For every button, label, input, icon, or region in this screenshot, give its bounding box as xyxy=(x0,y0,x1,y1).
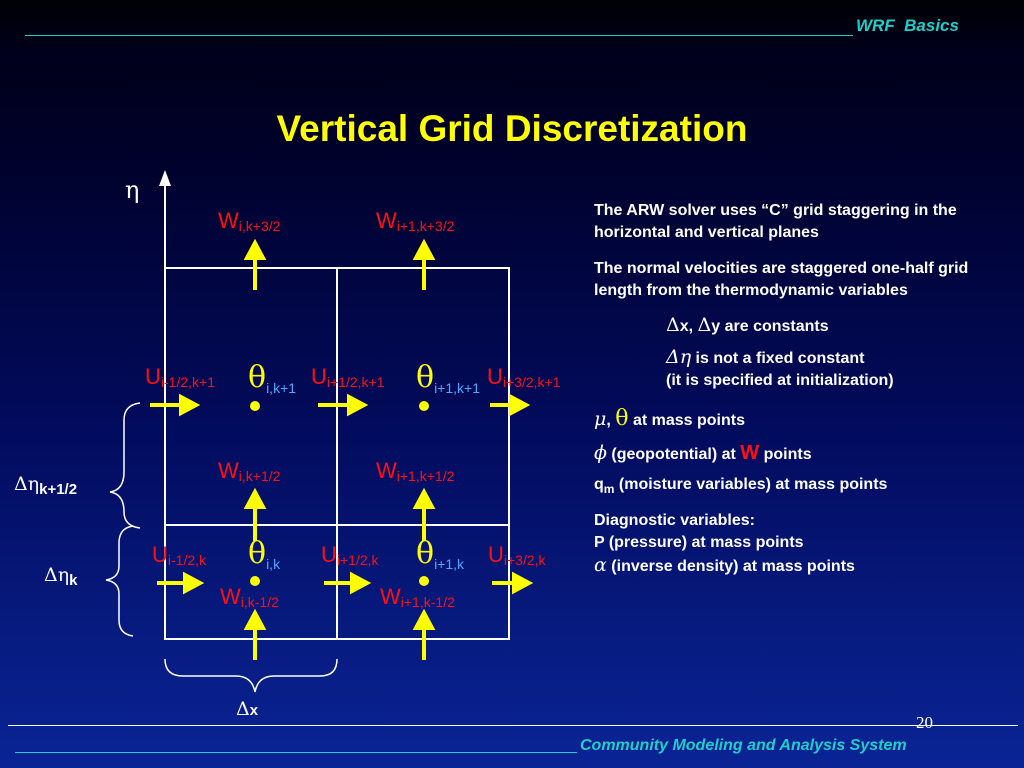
eta-axis-arrowhead xyxy=(159,170,171,186)
w-label-bot-left: Wi,k-1/2 xyxy=(220,584,279,610)
footer-org: Community Modeling and Analysis System xyxy=(580,737,907,754)
theta-label-upper-right: θi+1,k+1 xyxy=(416,360,480,396)
page-title: Vertical Grid Discretization xyxy=(276,108,748,149)
footer-rule xyxy=(8,725,1018,726)
delta-eta-upper-label: Δηk+1/2 xyxy=(14,473,78,498)
u-label-lower-mid: Ui+1/2,k xyxy=(321,542,379,568)
delta-x-label: Δx xyxy=(236,698,259,720)
note-deta: Δη is not a fixed constant xyxy=(666,346,865,368)
note-dx-dy: Δx, Δy are constants xyxy=(666,314,829,336)
mass-point-lower-left xyxy=(250,576,260,586)
brace-deta-upper xyxy=(109,402,141,529)
theta-label-lower-right: θi+1,k xyxy=(416,536,465,572)
mass-point-upper-left xyxy=(250,401,260,411)
u-label-lower-right: Ui+3/2,k xyxy=(488,542,546,568)
w-label-top-left: Wi,k+3/2 xyxy=(218,208,281,234)
brace-deta-lower xyxy=(105,525,134,637)
w-label-top-right: Wi+1,k+3/2 xyxy=(376,208,455,234)
note-diagnostic: Diagnostic variables: xyxy=(594,512,755,530)
header-brand: WRF Basics xyxy=(856,16,959,35)
note-moisture: qm (moisture variables) at mass points xyxy=(594,476,888,497)
brace-dx xyxy=(164,658,338,693)
header-rule xyxy=(25,35,853,36)
u-label-upper-mid: Ui+1/2,k+1 xyxy=(311,364,385,390)
note-mu-theta: μ, θ at mass points xyxy=(594,406,745,431)
theta-label-upper-left: θi,k+1 xyxy=(248,360,297,396)
mass-point-lower-right xyxy=(419,576,429,586)
theta-label-lower-left: θi,k xyxy=(248,536,281,572)
note-pressure: P (pressure) at mass points xyxy=(594,534,804,552)
u-label-lower-left: Ui-1/2,k xyxy=(152,542,207,568)
note-staggered: The normal velocities are staggered one-… xyxy=(594,260,969,299)
u-label-upper-left: Ui-1/2,k+1 xyxy=(145,364,215,390)
w-label-bot-right: Wi+1,k-1/2 xyxy=(380,584,455,610)
note-deta-init: (it is specified at initialization) xyxy=(666,372,894,389)
footer-accent-rule xyxy=(15,752,577,753)
note-alpha: α (inverse density) at mass points xyxy=(594,554,855,577)
header-band xyxy=(0,0,1024,62)
w-label-mid-right: Wi+1,k+1/2 xyxy=(376,458,455,484)
mass-point-upper-right xyxy=(419,401,429,411)
w-label-mid-left: Wi,k+1/2 xyxy=(218,458,281,484)
note-c-grid: The ARW solver uses “C” grid staggering … xyxy=(594,202,957,241)
u-label-upper-right: Ui+3/2,k+1 xyxy=(487,364,561,390)
page-number: 20 xyxy=(916,713,933,732)
notes-panel: The ARW solver uses “C” grid staggering … xyxy=(594,200,1019,578)
note-geopotential: ϕ (geopotential) at W points xyxy=(594,442,812,464)
eta-axis-label: η xyxy=(125,176,140,204)
delta-eta-lower-label: Δηk xyxy=(44,564,78,589)
